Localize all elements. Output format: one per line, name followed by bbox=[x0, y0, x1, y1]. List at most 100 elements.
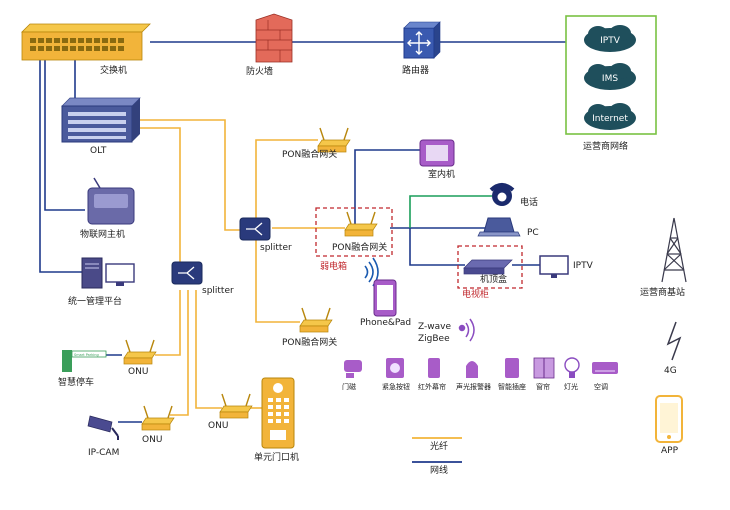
sensor-socket-label: 智能插座 bbox=[498, 383, 526, 391]
tv-cabinet-label: 电视柜 bbox=[462, 290, 490, 300]
door-unit-label: 单元门口机 bbox=[254, 453, 300, 463]
pon-gateway-center-icon bbox=[344, 211, 378, 237]
onu-cam-label: ONU bbox=[142, 435, 163, 445]
switch-to-iot-host-link bbox=[44, 60, 85, 211]
platform-label: 统一管理平台 bbox=[68, 297, 123, 307]
ipcam-label: IP-CAM bbox=[88, 448, 120, 458]
lightning-4g-icon bbox=[666, 321, 682, 361]
smartphone-icon bbox=[373, 279, 397, 317]
emergency-button-icon bbox=[386, 358, 404, 378]
splitter-bottom-label: splitter bbox=[202, 286, 234, 296]
zigbee-label: ZigBee bbox=[418, 334, 450, 344]
cloud-iptv-label: IPTV bbox=[600, 36, 621, 46]
firewall-icon bbox=[255, 13, 293, 63]
label-4g: 4G bbox=[664, 366, 677, 376]
pon-gateway-bottom-icon bbox=[299, 307, 333, 333]
cloud-internet-icon: Internet bbox=[584, 103, 636, 130]
pc-label: PC bbox=[527, 228, 539, 238]
set-top-box-icon bbox=[463, 259, 513, 275]
splitter-to-onu-door bbox=[195, 290, 222, 409]
legend-fiber-label: 光纤 bbox=[430, 442, 449, 452]
mobile-app-phone-icon bbox=[655, 395, 683, 443]
indoor-unit-label: 室内机 bbox=[428, 170, 456, 180]
splitter-top-label: splitter bbox=[260, 243, 292, 253]
parking-barrier-icon: Smart Parking bbox=[62, 350, 107, 372]
onu-door-label: ONU bbox=[208, 421, 229, 431]
splitter-top-icon bbox=[239, 217, 271, 241]
ip-camera-icon bbox=[87, 415, 119, 440]
splitter-to-onu-cam bbox=[170, 290, 189, 416]
sensor-light-label: 灯光 bbox=[564, 383, 578, 391]
olt-icon bbox=[61, 97, 141, 143]
pc-laptop-icon bbox=[477, 217, 521, 237]
sensor-alarm-label: 声光报警器 bbox=[456, 383, 491, 391]
stb-label: 机顶盒 bbox=[480, 275, 508, 285]
olt-to-splitter-bottom bbox=[130, 127, 181, 262]
splitter-to-gw-top bbox=[255, 139, 318, 218]
onu-parking-label: ONU bbox=[128, 367, 149, 377]
cloud-internet-label: Internet bbox=[592, 114, 628, 124]
iot-host-icon bbox=[87, 177, 135, 225]
onu-parking-icon bbox=[123, 339, 157, 365]
cloud-iptv-icon: IPTV bbox=[584, 25, 636, 52]
ethernet-links bbox=[39, 41, 580, 273]
cloud-ims-label: IMS bbox=[602, 74, 618, 84]
base-station-label: 运营商基站 bbox=[640, 288, 686, 298]
zwave-label: Z-wave bbox=[418, 322, 451, 332]
telephone-label: 电话 bbox=[520, 198, 539, 208]
weak-box-outline bbox=[315, 207, 393, 257]
splitter-bottom-icon bbox=[171, 261, 203, 285]
gateway-to-indoor-link bbox=[354, 149, 420, 228]
iot-host-label: 物联网主机 bbox=[80, 230, 126, 240]
firewall-label: 防火墙 bbox=[246, 67, 274, 77]
tv-cabinet-outline bbox=[457, 245, 523, 289]
smart-parking-label: 智慧停车 bbox=[58, 378, 95, 388]
zigbee-signal-icon bbox=[458, 318, 475, 342]
sensor-emergency-label: 紧急按钮 bbox=[382, 383, 410, 391]
sensor-door-label: 门磁 bbox=[342, 383, 356, 391]
onu-door-icon bbox=[219, 393, 253, 419]
platform-icon bbox=[81, 257, 135, 289]
sensor-ac-label: 空调 bbox=[594, 383, 608, 391]
app-label: APP bbox=[661, 446, 679, 456]
olt-label: OLT bbox=[90, 146, 107, 156]
onu-cam-icon bbox=[141, 405, 175, 431]
splitter-to-gw-bottom bbox=[255, 240, 300, 323]
switch-to-platform-link bbox=[39, 60, 82, 273]
door-sensor-icon bbox=[344, 360, 362, 378]
curtain-icon bbox=[533, 357, 555, 379]
light-icon bbox=[564, 357, 580, 378]
sensor-curtain-label: 窗帘 bbox=[536, 383, 550, 391]
splitter-to-onu-parking bbox=[155, 290, 181, 356]
pon-gateway-top-label: PON融合网关 bbox=[282, 150, 338, 160]
parking-sign-text: Smart Parking bbox=[74, 353, 99, 357]
door-unit-icon bbox=[261, 377, 295, 449]
gateway-to-phone-link bbox=[409, 195, 492, 228]
olt-to-splitter-top bbox=[140, 119, 240, 231]
alarm-icon bbox=[466, 361, 478, 378]
sensor-infrared-label: 红外幕帘 bbox=[418, 383, 446, 391]
smart-socket-icon bbox=[505, 358, 519, 378]
pon-gateway-bottom-label: PON融合网关 bbox=[282, 338, 338, 348]
indoor-unit-icon bbox=[419, 139, 455, 167]
pon-gateway-center-label: PON融合网关 bbox=[332, 243, 388, 253]
carrier-network-title: 运营商网络 bbox=[583, 142, 629, 152]
weak-box-label: 弱电箱 bbox=[320, 262, 348, 272]
gateway-to-stb-link bbox=[409, 228, 465, 266]
router-icon bbox=[403, 21, 441, 59]
router-label: 路由器 bbox=[402, 66, 430, 76]
phone-pad-label: Phone&Pad bbox=[360, 318, 412, 328]
infrared-curtain-icon bbox=[428, 358, 440, 378]
cloud-ims-icon: IMS bbox=[584, 63, 636, 90]
telephone-icon bbox=[489, 183, 515, 206]
iptv-label: IPTV bbox=[573, 261, 593, 271]
pon-gateway-top-icon bbox=[317, 127, 351, 153]
base-station-tower-icon bbox=[661, 217, 687, 283]
legend-cable-label: 网线 bbox=[430, 466, 449, 476]
iptv-tv-icon bbox=[539, 255, 569, 278]
switch-label: 交换机 bbox=[100, 66, 128, 76]
fiber-links bbox=[130, 119, 345, 416]
switch-icon bbox=[21, 23, 151, 61]
